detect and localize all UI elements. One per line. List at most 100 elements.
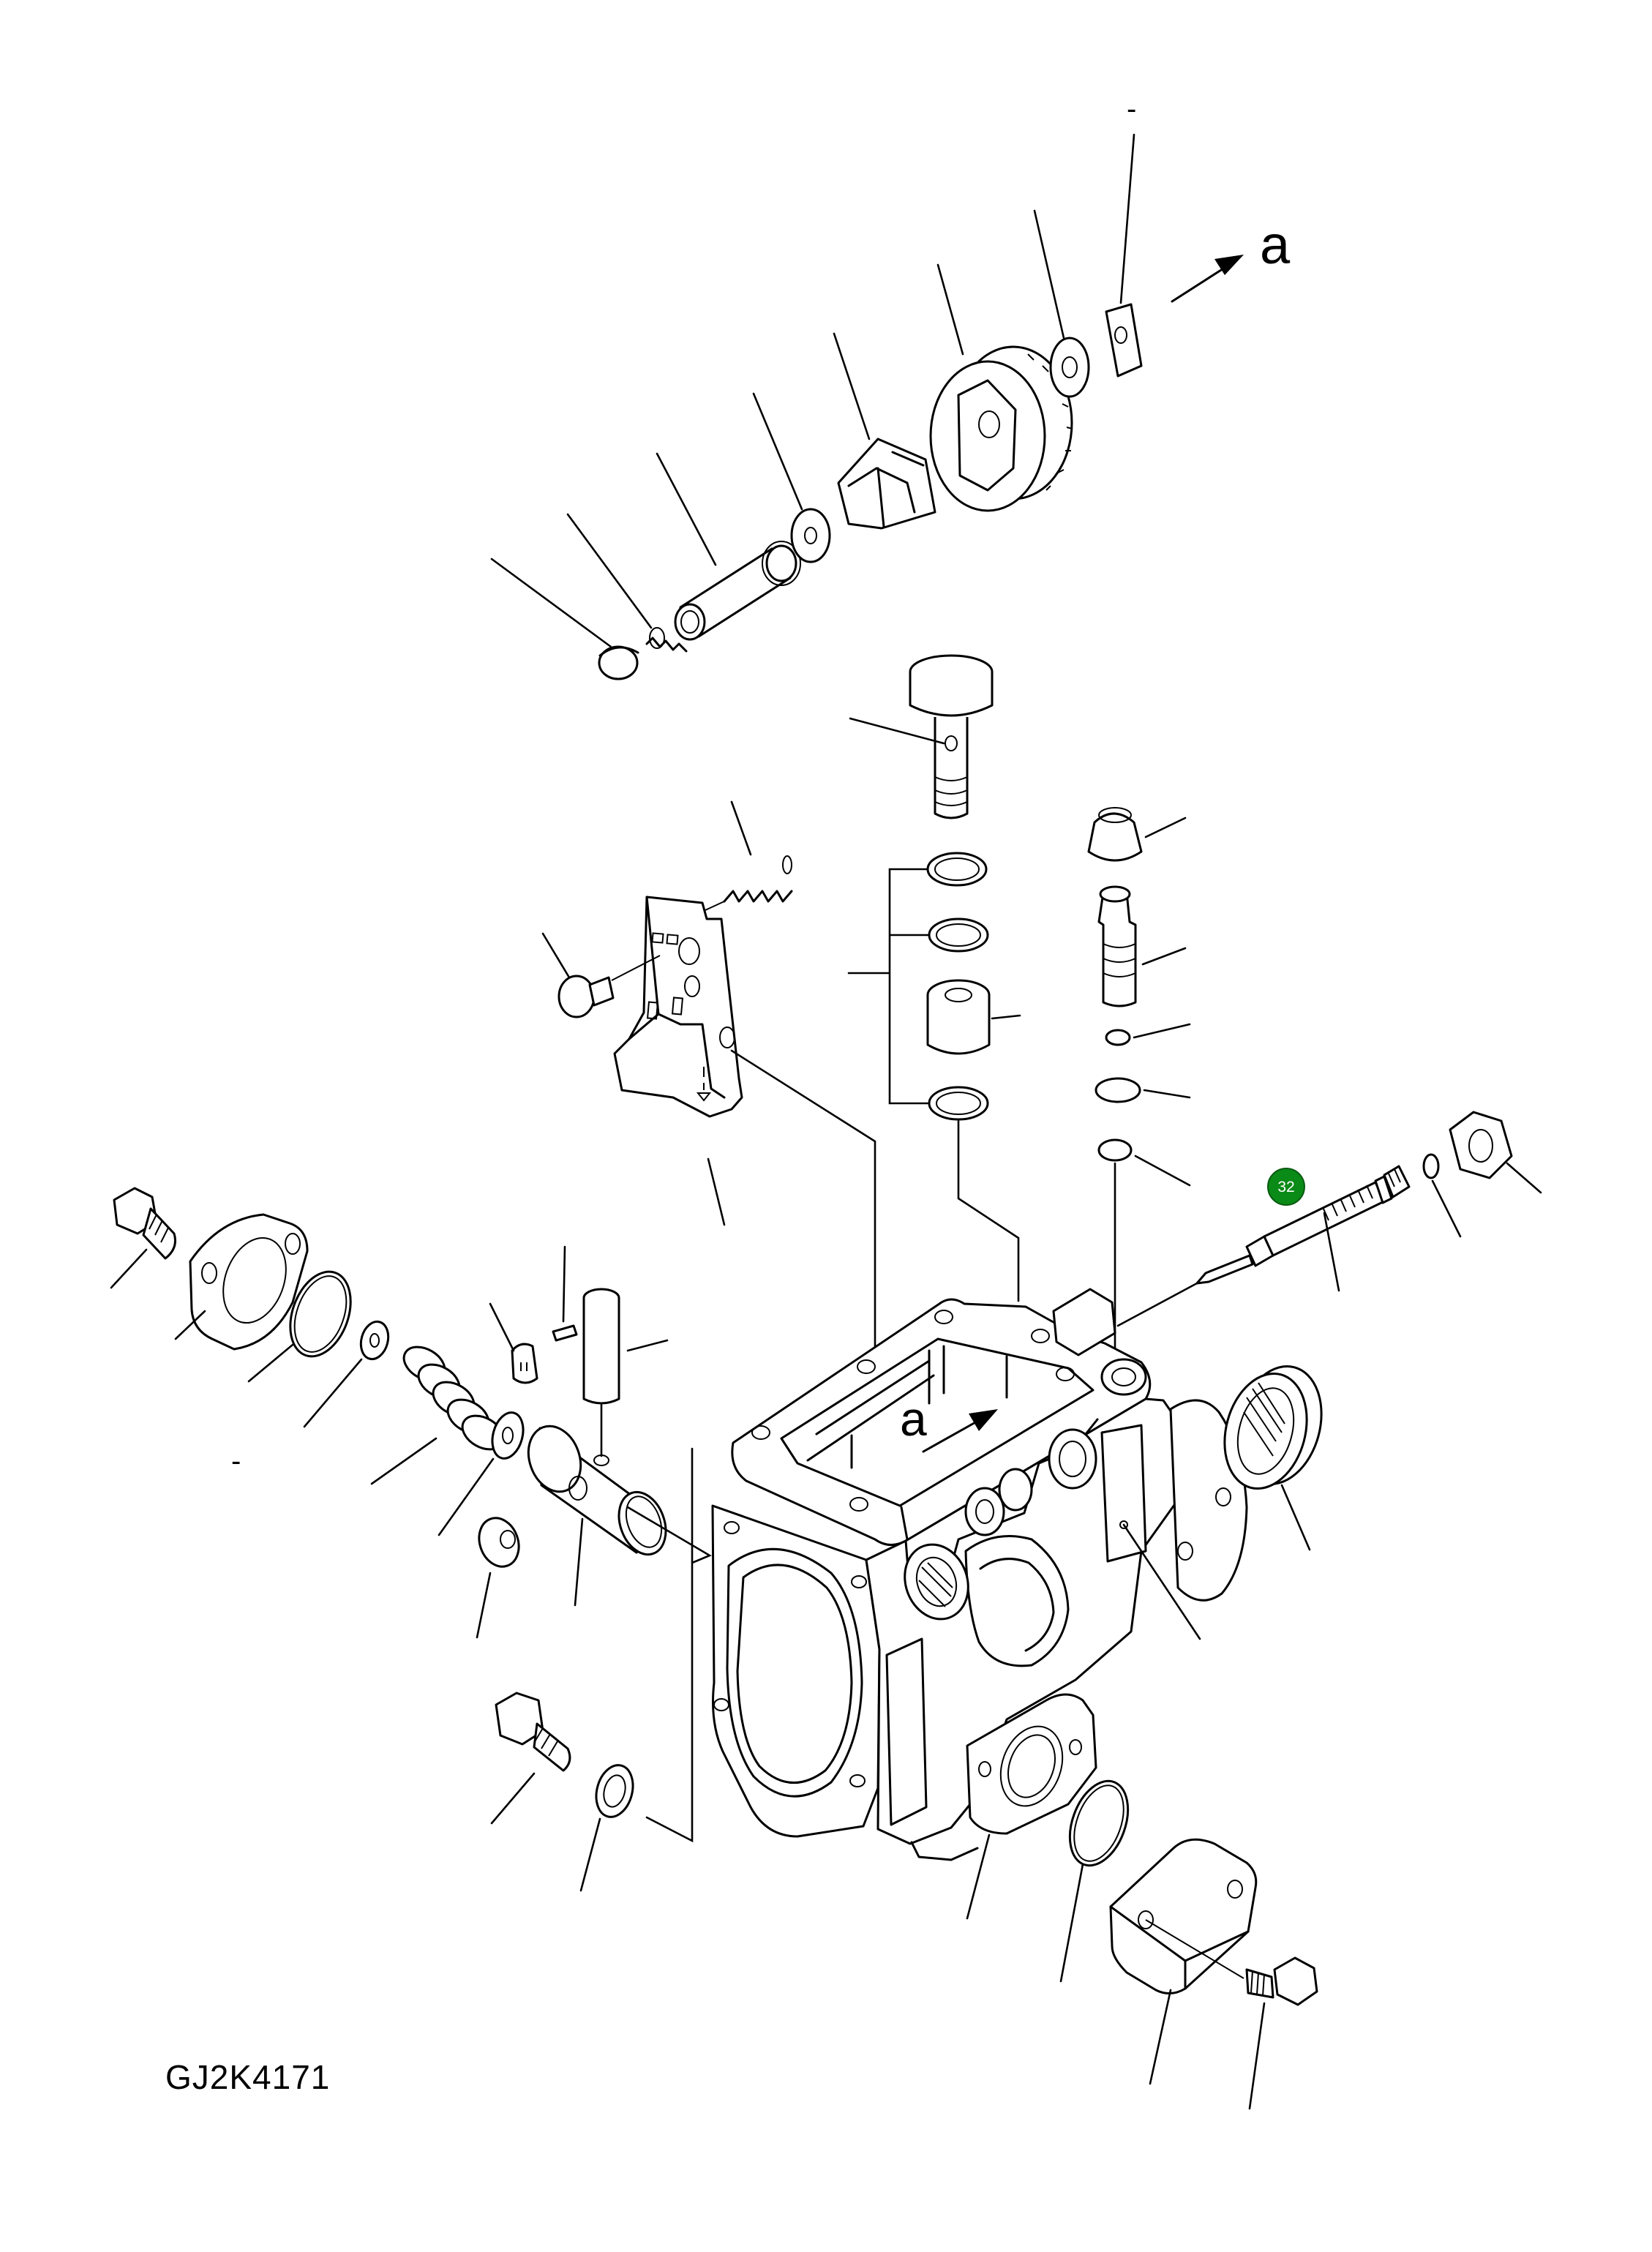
leader-line xyxy=(1141,947,1187,966)
housing-side-body xyxy=(865,1397,1179,1845)
leader-line xyxy=(707,1157,726,1226)
leader-line xyxy=(626,1339,669,1352)
leader-line xyxy=(1149,1989,1172,2085)
part-cover-plate xyxy=(1109,1838,1258,1994)
valve-stack xyxy=(847,654,1021,1302)
dash-label-top: - xyxy=(1127,93,1136,125)
part-washer-lower-left xyxy=(595,1764,634,1818)
leader-line xyxy=(574,1517,584,1607)
leader-line xyxy=(966,1833,991,1920)
leader-line xyxy=(1119,133,1135,304)
part-hex-bolt-upper xyxy=(113,1187,176,1260)
leader-line xyxy=(174,1310,206,1340)
part-hex-bolt-lower-right xyxy=(1245,1956,1318,2006)
drawing-code-label: GJ2K4171 xyxy=(165,2058,331,2096)
leader-line xyxy=(1280,1484,1311,1551)
part-washer-top xyxy=(790,508,831,563)
control-rod-assembly: 32 xyxy=(1116,1111,1542,1327)
housing-bottom-flange xyxy=(966,1693,1097,1835)
leader-line xyxy=(438,1457,495,1536)
part-roller xyxy=(478,1517,520,1568)
leader-line xyxy=(110,1248,148,1289)
part-spring-small xyxy=(645,627,688,653)
bracket-line xyxy=(847,868,929,1105)
part-control-rod xyxy=(1195,1165,1411,1285)
part-gear xyxy=(929,345,1073,512)
view-marker-top: a xyxy=(1260,214,1291,275)
leader-line xyxy=(1059,1863,1084,1983)
part-valve-stem xyxy=(1097,885,1137,1007)
part-spring-lever xyxy=(723,855,793,903)
left-assembly: - xyxy=(110,1187,712,1843)
part-oring-2 xyxy=(1097,1138,1133,1162)
leader-line xyxy=(490,1772,536,1825)
leader-line xyxy=(541,932,571,979)
dash-label-left: - xyxy=(231,1445,241,1477)
direction-arrow-icon xyxy=(1171,255,1244,303)
leader-line xyxy=(833,332,871,440)
leader-line xyxy=(1144,817,1187,838)
bracket-line xyxy=(626,1447,712,1843)
lower-right-parts xyxy=(966,1365,1323,2110)
part-oring-rod xyxy=(1422,1153,1440,1179)
part-washer-left xyxy=(359,1320,390,1361)
leader-line xyxy=(730,800,752,856)
leader-line xyxy=(705,901,725,911)
leader-line xyxy=(303,1358,363,1428)
leader-line xyxy=(611,955,661,981)
part-cap-nut xyxy=(1087,807,1143,862)
leader-line xyxy=(1248,2002,1266,2110)
part-banjo-bolt xyxy=(909,654,994,819)
part-oring-left xyxy=(289,1270,352,1358)
callout-marker-32[interactable] xyxy=(1267,1168,1305,1206)
part-oring-bottom xyxy=(1068,1779,1130,1867)
part-gasket-2 xyxy=(928,917,989,953)
callout-label-32[interactable]: 32 xyxy=(1277,1179,1294,1196)
part-washer-left-2 xyxy=(491,1411,525,1460)
leader-line xyxy=(1033,209,1065,339)
part-oring-1 xyxy=(1095,1077,1141,1103)
part-pin-small xyxy=(552,1324,578,1342)
part-adjust-bolt xyxy=(557,975,615,1018)
housing-top-flange xyxy=(731,1298,1152,1546)
part-cap-small xyxy=(598,645,639,680)
part-lever-block xyxy=(837,438,936,530)
housing-front-face xyxy=(711,1504,881,1838)
leader-line xyxy=(849,717,945,745)
delivery-valve-stack xyxy=(1087,807,1191,1364)
part-sleeve xyxy=(674,541,801,641)
leader-line xyxy=(579,1817,601,1892)
leader-line xyxy=(1143,1089,1191,1099)
leader-line xyxy=(656,452,717,566)
part-bushing xyxy=(926,979,991,1055)
leader-line xyxy=(1506,1162,1542,1194)
housing-fittings xyxy=(904,1288,1147,1621)
leader-line xyxy=(476,1572,492,1639)
part-hex-bolt-lower-left xyxy=(495,1692,571,1772)
leader-line xyxy=(957,1119,1020,1302)
leader-line xyxy=(566,513,653,629)
part-gasket-3 xyxy=(928,1086,989,1121)
leader-line xyxy=(991,1014,1021,1020)
part-spring-clip xyxy=(1105,1029,1131,1046)
leader-line xyxy=(1145,1919,1244,1979)
leader-line xyxy=(1122,1523,1201,1640)
leader-line xyxy=(1116,1282,1198,1327)
leader-line xyxy=(490,558,612,648)
part-cylinder-sleeve xyxy=(527,1425,667,1556)
leader-line xyxy=(752,392,803,511)
leader-line xyxy=(1431,1179,1462,1238)
leader-line xyxy=(936,263,964,356)
leader-line xyxy=(247,1343,294,1383)
part-gasket-1 xyxy=(926,852,988,887)
part-lever-plate xyxy=(613,896,743,1118)
part-clip xyxy=(511,1343,538,1384)
view-marker-body: a xyxy=(900,1392,927,1446)
pump-housing: a xyxy=(711,1288,1248,1861)
leader-line xyxy=(1134,1155,1191,1187)
part-flange-plate xyxy=(189,1213,309,1351)
part-callout-32[interactable]: 32 xyxy=(1267,1168,1305,1206)
leader-line xyxy=(562,1245,566,1323)
direction-arrow-body-icon xyxy=(922,1409,998,1453)
